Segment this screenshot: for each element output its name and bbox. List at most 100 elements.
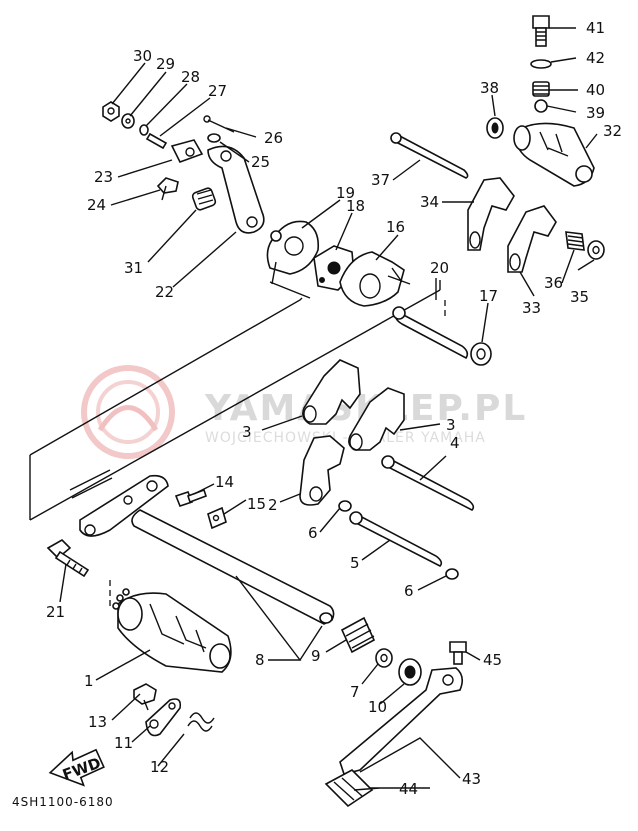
- part-bolt-27: [145, 132, 168, 150]
- leader-lines: [59, 27, 598, 791]
- callout-34: 34: [420, 193, 439, 211]
- callout-38: 38: [480, 79, 499, 97]
- watermark-subtitle: WOJCIECHOWSKI - DEALER YAMAHA: [205, 430, 486, 446]
- segment-assembly: [266, 220, 411, 307]
- callout-24: 24: [87, 196, 106, 214]
- part-washer-15: [207, 506, 227, 530]
- part-bolt-41: [532, 15, 550, 47]
- part-bearing-38: [486, 117, 504, 139]
- callout-45: 45: [483, 651, 502, 669]
- part-spring-12: [187, 712, 215, 732]
- part-clip-6b: [445, 568, 459, 580]
- part-spring-36: [565, 231, 585, 251]
- part-stopper-16: [339, 251, 405, 307]
- callout-1: 1: [84, 672, 94, 690]
- callout-29: 29: [156, 55, 175, 73]
- callout-44: 44: [399, 780, 418, 798]
- guide-bar-20: [392, 306, 469, 360]
- guide-bar-37: [390, 132, 469, 179]
- part-clip-25: [207, 133, 221, 143]
- callout-26: 26: [264, 129, 283, 147]
- part-spring-9: [340, 616, 376, 654]
- callout-30: 30: [133, 47, 152, 65]
- callout-labels: 30 29 28 27 26 25 23 24 31 22 19 18 16 2…: [46, 19, 622, 798]
- part-shift-arm-22: [207, 145, 265, 234]
- part-stopper-lever-11: [145, 698, 182, 737]
- part-shift-fork-33: [507, 205, 557, 273]
- part-shift-fork-3b: [348, 387, 405, 451]
- callout-22: 22: [155, 283, 174, 301]
- part-ball-39: [534, 99, 548, 113]
- callout-2: 2: [268, 496, 278, 514]
- part-shift-fork-2: [299, 435, 345, 506]
- part-bolt-45: [449, 641, 467, 665]
- part-shift-fork-3a: [302, 359, 361, 425]
- callout-33: 33: [522, 299, 541, 317]
- callout-37: 37: [371, 171, 390, 189]
- part-pin-26: [207, 119, 235, 133]
- diagram-code: 4SH1100-6180: [12, 795, 114, 809]
- part-shift-fork-34: [467, 177, 515, 251]
- callout-7: 7: [350, 683, 360, 701]
- part-spring-31: [191, 187, 217, 211]
- part-washer-42: [530, 59, 552, 69]
- callout-20: 20: [430, 259, 449, 277]
- callout-12: 12: [150, 758, 169, 776]
- part-washer-29: [121, 113, 135, 129]
- shift-shaft-assembly: [69, 469, 335, 625]
- callout-27: 27: [208, 82, 227, 100]
- callout-17: 17: [479, 287, 498, 305]
- callout-4: 4: [450, 434, 460, 452]
- callout-25: 25: [251, 153, 270, 171]
- callout-32: 32: [603, 122, 622, 140]
- callout-40: 40: [586, 81, 605, 99]
- callout-21: 21: [46, 603, 65, 621]
- part-shift-drum-32: [513, 122, 595, 187]
- part-oring-28: [139, 124, 149, 136]
- callout-42: 42: [586, 49, 605, 67]
- part-clip-6a: [338, 500, 352, 512]
- shift-arm-assembly: [102, 101, 265, 234]
- part-joint-23: [170, 139, 204, 163]
- callout-3a: 3: [242, 423, 252, 441]
- callout-35: 35: [570, 288, 589, 306]
- part-shift-pedal-43: [339, 667, 464, 775]
- callout-8: 8: [255, 651, 265, 669]
- callout-36: 36: [544, 274, 563, 292]
- callout-14: 14: [215, 473, 234, 491]
- callout-16: 16: [386, 218, 405, 236]
- callout-13: 13: [88, 713, 107, 731]
- part-collar-17: [470, 342, 492, 366]
- callout-6a: 6: [308, 524, 318, 542]
- callout-31: 31: [124, 259, 143, 277]
- callout-9: 9: [311, 647, 321, 665]
- callout-41: 41: [586, 19, 605, 37]
- callout-6b: 6: [404, 582, 414, 600]
- callout-19: 19: [336, 184, 355, 202]
- part-bolt-21: [46, 539, 90, 578]
- part-seal-10: [398, 658, 422, 686]
- fwd-arrow-icon: FWD: [48, 748, 105, 787]
- part-bolt-13: [133, 683, 157, 711]
- guide-bar-5: [349, 511, 443, 567]
- callout-5: 5: [350, 554, 360, 572]
- callout-15: 15: [247, 495, 266, 513]
- callout-11: 11: [114, 734, 133, 752]
- callout-28: 28: [181, 68, 200, 86]
- part-bolt-24: [156, 177, 179, 194]
- callout-10: 10: [368, 698, 387, 716]
- guide-bar-4: [381, 455, 475, 511]
- callout-3b: 3: [446, 416, 456, 434]
- watermark-logo-icon: [81, 365, 175, 459]
- callout-39: 39: [586, 104, 605, 122]
- part-bolt-14: [174, 488, 208, 507]
- part-shift-cam-1: [112, 588, 232, 673]
- callout-23: 23: [94, 168, 113, 186]
- part-pedal-rubber-44: [324, 769, 374, 808]
- part-washer-7: [375, 648, 393, 668]
- callout-43: 43: [462, 770, 481, 788]
- part-nut-30: [102, 101, 120, 122]
- part-spring-40: [532, 81, 550, 97]
- assembly-guide-lines: [29, 280, 446, 610]
